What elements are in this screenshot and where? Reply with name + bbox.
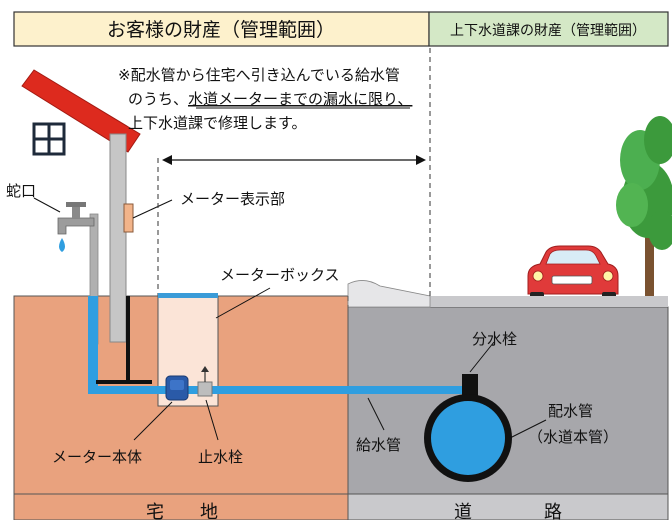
residential-label: 宅 地	[146, 502, 218, 520]
note-line2-underlined: 水道メーターまでの漏水に限り、	[188, 90, 412, 108]
meter-box-label: メーターボックス	[220, 266, 340, 284]
window-icon	[32, 122, 66, 156]
repair-range-arrow	[162, 155, 426, 165]
header-customer: お客様の財産（管理範囲）	[13, 11, 430, 47]
meter-body-label: メーター本体	[52, 448, 142, 466]
house-roof-icon	[21, 69, 141, 153]
header-bureau-label: 上下水道課の財産（管理範囲）	[450, 22, 646, 39]
stop-valve-label: 止水栓	[198, 448, 243, 466]
note-line2: のうち、水道メーターまでの漏水に限り、	[128, 90, 412, 108]
note-line1: ※配水管から住宅へ引き込んでいる給水管	[118, 66, 400, 84]
note-line2-prefix: のうち、	[128, 90, 188, 108]
meter-display-label: メーター表示部	[180, 190, 285, 208]
curb	[347, 280, 431, 308]
supply-pipe-label: 給水管	[356, 436, 401, 454]
road-area	[347, 306, 669, 495]
branch-valve	[462, 374, 478, 398]
faucet-label: 蛇口	[6, 182, 36, 200]
water-meter-icon	[165, 375, 189, 401]
residential-label-band	[13, 493, 349, 520]
road-surface	[348, 296, 668, 307]
distribution-pipe-label: 配水管	[548, 402, 593, 420]
supply-pipe	[88, 296, 468, 394]
meter-display	[123, 203, 134, 233]
header-customer-label: お客様の財産（管理範囲）	[107, 19, 335, 41]
house-wall	[109, 133, 127, 343]
road-label: 道 路	[454, 502, 562, 520]
header-bureau: 上下水道課の財産（管理範囲）	[428, 11, 669, 47]
main-pipe-label: （水道本管）	[528, 428, 618, 446]
note-line3: 上下水道課で修理します。	[128, 114, 307, 132]
road-label-band	[347, 493, 669, 520]
branch-valve-label: 分水栓	[472, 330, 517, 348]
tree-icon	[616, 116, 672, 300]
distribution-pipe	[424, 394, 512, 482]
car-icon	[527, 245, 619, 302]
stop-valve-icon	[197, 366, 213, 397]
